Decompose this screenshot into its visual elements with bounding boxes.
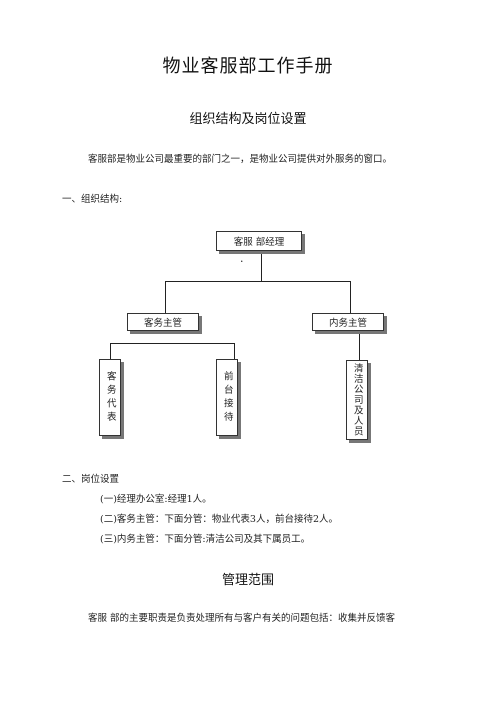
org-node-department-manager: 客服 部经理 xyxy=(216,231,302,251)
org-node-label: 客务主管 xyxy=(143,318,182,329)
org-connector xyxy=(359,334,360,360)
org-dot-mark: · xyxy=(240,255,244,268)
org-node-customer-representative: 客务代表 xyxy=(99,359,121,436)
org-structure-heading: 一、组织结构: xyxy=(62,194,123,205)
org-node-front-desk: 前台接待 xyxy=(216,359,238,436)
scope-paragraph: 客服 部的主要职责是负责处理所有与客户有关的问题包括：收集并反馈客 xyxy=(88,613,396,624)
intro-paragraph: 客服部是物业公司最重要的部门之一，是物业公司提供对外服务的窗口。 xyxy=(88,154,393,165)
position-item: (三)内务主管：下面分管:清洁公司及其下属员工。 xyxy=(100,534,311,545)
document-title: 物业客服部工作手册 xyxy=(162,56,334,77)
org-connector xyxy=(165,281,166,313)
org-connector xyxy=(234,343,235,359)
org-connector xyxy=(261,254,262,281)
org-node-label: 客服 部经理 xyxy=(233,237,285,248)
positions-heading: 二、岗位设置 xyxy=(62,474,120,485)
org-connector xyxy=(165,281,351,282)
position-item: (二)客务主管：下面分管：物业代表3人，前台接待2人。 xyxy=(100,514,339,525)
org-connector xyxy=(110,343,235,344)
org-node-label: 客务代表 xyxy=(104,370,116,425)
org-node-label: 前台接待 xyxy=(221,370,233,425)
org-node-internal-supervisor: 内务主管 xyxy=(312,313,384,331)
org-connector xyxy=(350,281,351,313)
org-node-cleaning-company: 清洁公司及人员 xyxy=(346,360,368,440)
section-title-scope: 管理范围 xyxy=(221,573,274,588)
org-node-customer-supervisor: 客务主管 xyxy=(127,313,199,331)
section-title-org: 组织结构及岗位设置 xyxy=(189,112,307,127)
org-node-label: 内务主管 xyxy=(328,318,367,329)
org-node-label: 清洁公司及人员 xyxy=(351,363,363,437)
position-item: (一)经理办公室:经理1人。 xyxy=(100,494,212,505)
org-connector xyxy=(110,343,111,359)
